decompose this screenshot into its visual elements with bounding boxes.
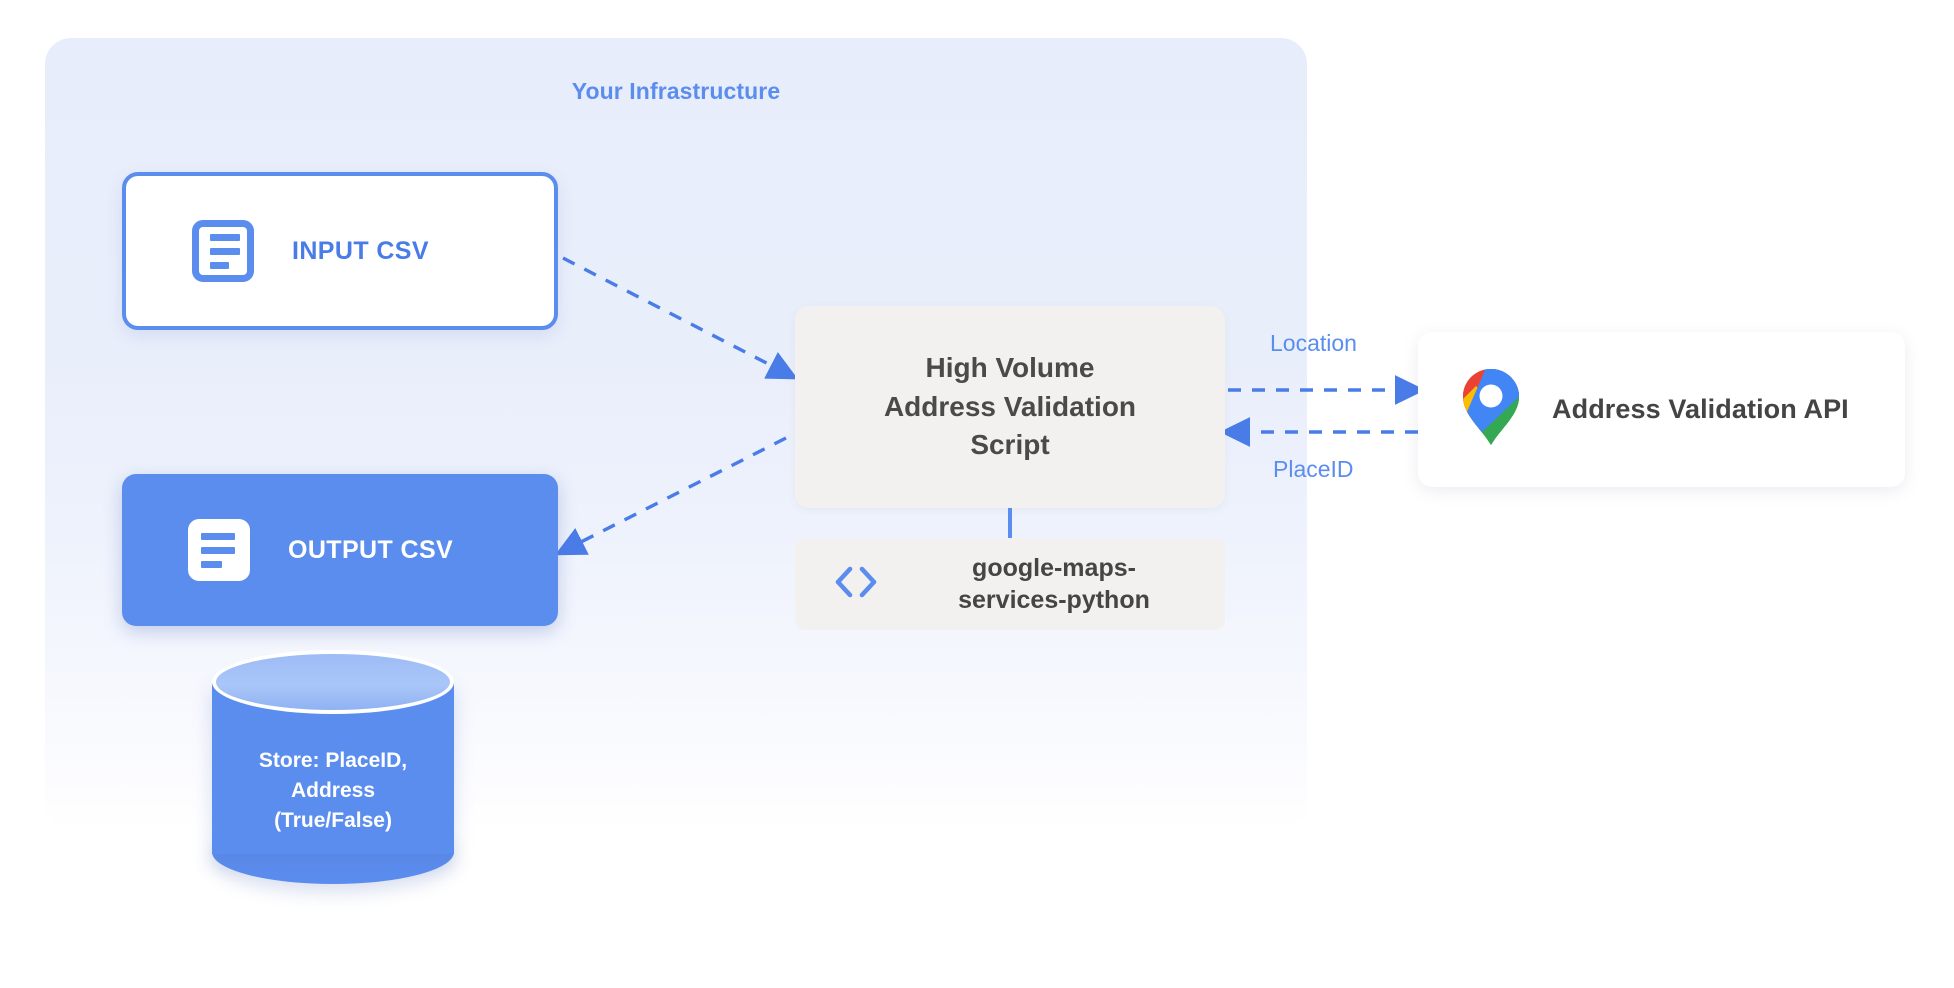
- google-maps-pin-icon: [1460, 368, 1522, 451]
- script-line-2: Address Validation: [883, 390, 1137, 422]
- script-line-3: Script: [970, 429, 1050, 461]
- node-datastore-label: Store: PlaceID, Address (True/False): [212, 746, 454, 835]
- library-line-2: services-python: [958, 586, 1150, 614]
- code-brackets-icon: [831, 565, 881, 604]
- library-line-1: google-maps-: [972, 554, 1136, 582]
- edge-label-location: Location: [1270, 330, 1357, 356]
- cylinder-top: [212, 650, 454, 714]
- datastore-line-3: (True/False): [274, 808, 392, 832]
- document-lines-icon: [188, 519, 250, 581]
- edge-script-to-library: [1008, 508, 1012, 538]
- document-lines-icon: [192, 220, 254, 282]
- datastore-line-2: Address: [290, 778, 376, 802]
- node-input-csv-label: INPUT CSV: [292, 236, 429, 265]
- node-library-label: google-maps- services-python: [903, 552, 1205, 616]
- node-address-validation-api-label: Address Validation API: [1552, 394, 1849, 424]
- script-line-1: High Volume: [925, 352, 1095, 384]
- node-validation-script-label: High Volume Address Validation Script: [884, 349, 1136, 465]
- node-validation-script[interactable]: High Volume Address Validation Script: [795, 306, 1225, 508]
- node-output-csv-label: OUTPUT CSV: [288, 535, 454, 564]
- node-datastore[interactable]: Store: PlaceID, Address (True/False): [212, 650, 454, 885]
- your-infrastructure-title: Your Infrastructure: [571, 78, 781, 104]
- node-output-csv[interactable]: OUTPUT CSV: [122, 474, 558, 626]
- node-address-validation-api[interactable]: Address Validation API: [1418, 332, 1905, 487]
- node-google-maps-services-python[interactable]: google-maps- services-python: [795, 538, 1225, 630]
- edge-label-placeid: PlaceID: [1273, 456, 1354, 482]
- node-input-csv[interactable]: INPUT CSV: [122, 172, 558, 330]
- datastore-line-1: Store: PlaceID,: [258, 749, 408, 772]
